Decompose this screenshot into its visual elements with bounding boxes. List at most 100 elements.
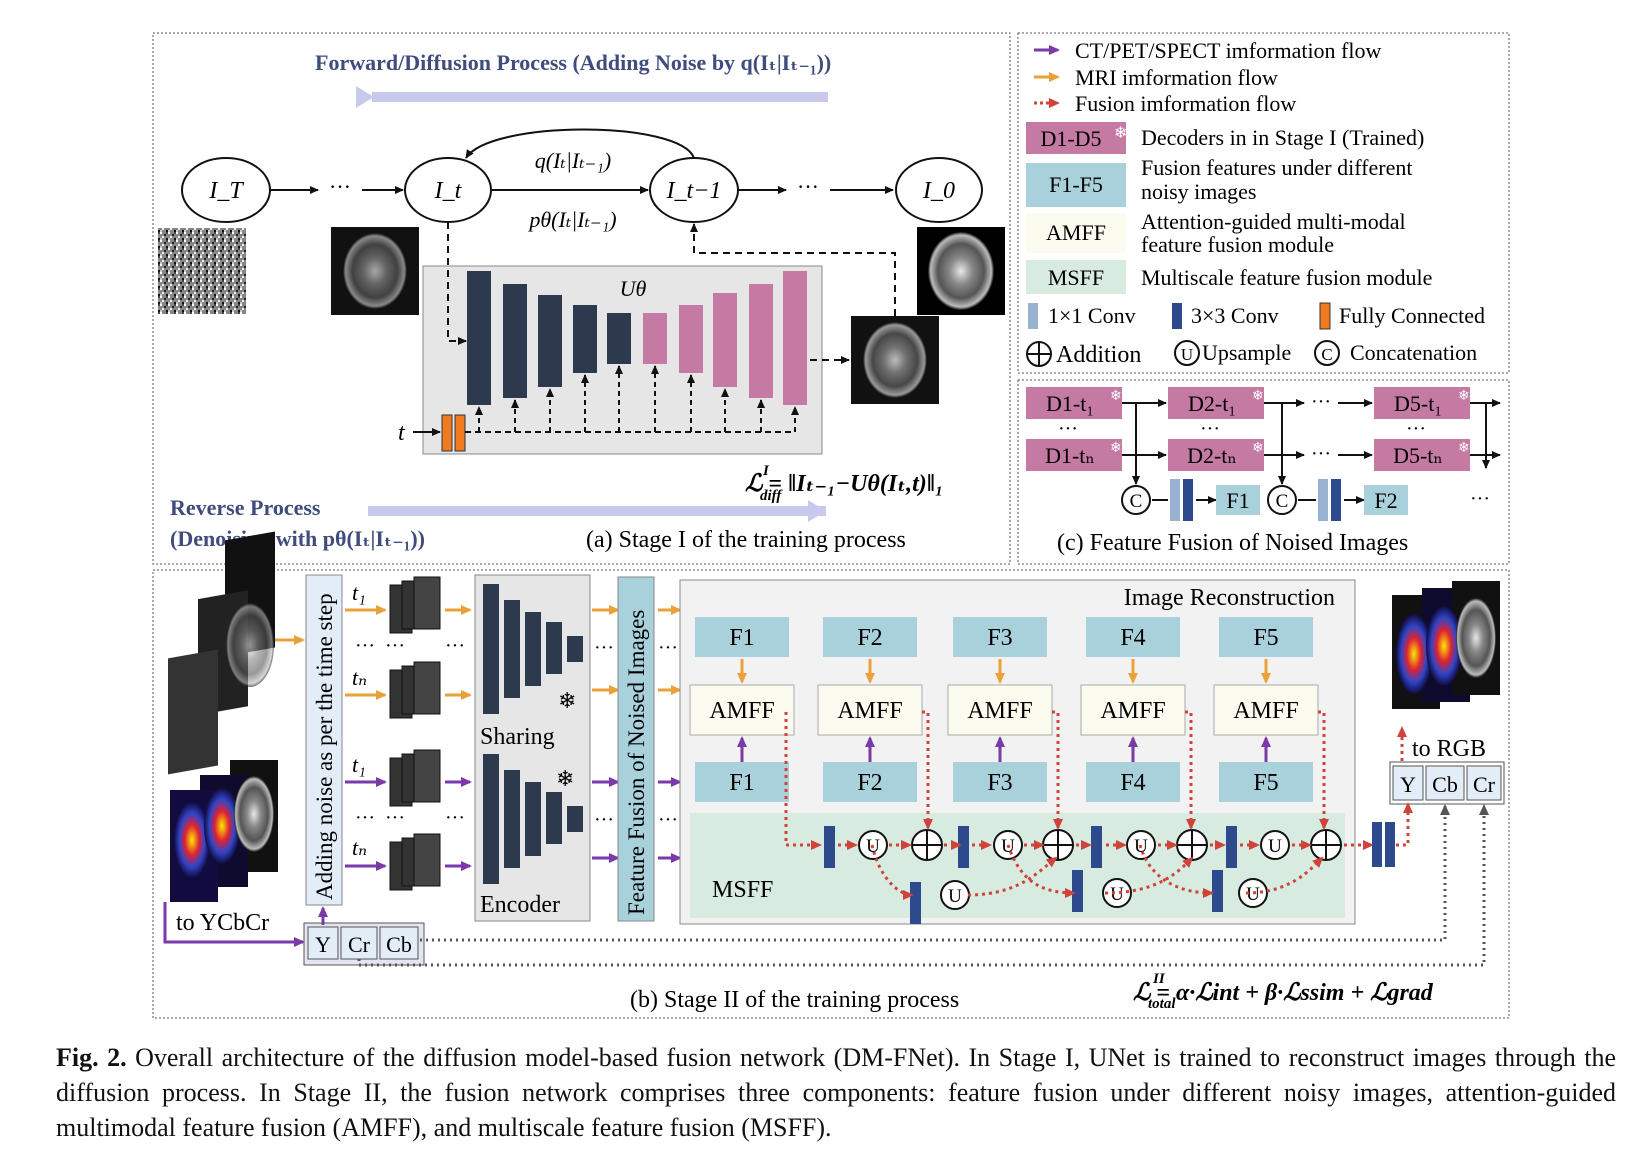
out-cb-label: Cb [1432, 772, 1458, 797]
c-conv3-b [1331, 479, 1341, 521]
encoder-bottom-bars [483, 754, 583, 884]
legend-upsample-icon-letter: U [1181, 345, 1193, 364]
amff-label-4: AMFF [1100, 698, 1165, 724]
legend-fc-icon [1319, 302, 1331, 330]
f-top-label-3: F3 [987, 625, 1012, 651]
c-f2: F2 [1374, 488, 1397, 513]
node-IT-label: I_T [208, 178, 244, 204]
cr-label: Cr [348, 932, 371, 957]
legend-cat: Concatenation [1350, 340, 1477, 365]
f-bottom-box-4 [1086, 762, 1180, 802]
f-top-label-2: F2 [857, 625, 882, 651]
legend-flow2: MRI imformation flow [1075, 65, 1278, 90]
f-bottom-label-2: F2 [857, 770, 882, 796]
msff-conv-6 [1072, 870, 1083, 912]
f-top-box-5 [1219, 617, 1313, 657]
out-cr-box [1466, 765, 1502, 801]
amff-to-add-arrow-2 [1052, 710, 1063, 830]
svg-text:❄: ❄ [1252, 441, 1264, 456]
d2-tn: D2-tₙ [1187, 443, 1237, 468]
f-top-box-4 [1086, 617, 1180, 657]
d1-tn: D1-tₙ [1045, 443, 1095, 468]
msff-chain [784, 712, 1374, 900]
f-top-label-5: F5 [1253, 625, 1278, 651]
unet-encoder-bars [467, 271, 631, 405]
c-dots-mid1: ··· [1311, 391, 1331, 413]
architecture-diagram: Forward/Diffusion Process (Adding Noise … [152, 32, 1510, 1019]
figure-text: Overall architecture of the diffusion mo… [56, 1043, 1616, 1142]
t-label: t [398, 420, 406, 446]
legend-add: Addition [1056, 342, 1141, 368]
t1-top: t₁ [352, 580, 366, 605]
msff-label: MSFF [712, 877, 773, 903]
forward-process-title: Forward/Diffusion Process (Adding Noise … [315, 50, 831, 75]
stage2-panel [152, 569, 1510, 1019]
output-blob-1 [1396, 614, 1432, 694]
amff-to-add-arrow-4 [1318, 710, 1329, 830]
amff-box-1 [689, 684, 795, 736]
amff-to-add-arrow-3 [1185, 710, 1196, 830]
p-label: pθ(Iₜ|Iₜ₋₁) [527, 207, 616, 232]
amff-label-5: AMFF [1233, 698, 1298, 724]
tn-bottom: tₙ [352, 835, 367, 860]
f-top-box-1 [695, 617, 789, 657]
to-ycbcr: to YCbCr [176, 910, 269, 936]
c-arrows [1122, 399, 1501, 504]
figure-caption: Fig. 2. Overall architecture of the diff… [56, 1040, 1616, 1145]
dots-bottom-row: ··· [385, 807, 405, 829]
d5-t1: D5-t₁ [1394, 391, 1442, 416]
f-top-box-2 [823, 617, 917, 657]
legend-up: Upsample [1202, 340, 1291, 365]
legend-f-desc2: noisy images [1141, 179, 1257, 204]
out-y-box [1392, 765, 1424, 801]
output-blob-2 [1426, 606, 1462, 686]
dots-top-row-3: ··· [355, 635, 375, 657]
tn-top: tₙ [352, 665, 367, 690]
decoder-boxes [1026, 387, 1470, 471]
node-I0-label: I_0 [922, 178, 955, 204]
final-conv-1 [1372, 822, 1382, 867]
f-bottom-label-3: F3 [987, 770, 1012, 796]
node-It-label: I_t [434, 178, 463, 204]
legend-snowflake: ❄ [1114, 125, 1127, 142]
f-bottom-label-5: F5 [1253, 770, 1278, 796]
to-ycbcr-arrow [163, 902, 305, 947]
amff-to-add-arrow-1 [922, 710, 933, 830]
clean-brain-shape [928, 232, 994, 310]
fc-block-1 [441, 414, 453, 452]
pet-input-blob-2 [204, 788, 240, 864]
legend-d-label: D1-D5 [1040, 126, 1101, 151]
noisy-brain-shape [343, 233, 407, 309]
output-to-It1-dashed [690, 223, 896, 316]
decoder-snowflakes: ❄❄❄ ❄❄❄ [1110, 389, 1470, 456]
stage1c-panel [1017, 379, 1510, 565]
denoised-brain-shape [863, 322, 927, 398]
loss-total-sub: total [1148, 996, 1176, 1012]
fc-block-2 [454, 414, 466, 452]
f-bottom-box-3 [953, 762, 1047, 802]
loss-total-sup: II [1152, 971, 1166, 987]
dots-1: ··· [329, 174, 351, 199]
dots-2: ··· [797, 174, 819, 199]
legend-d-desc: Decoders in in Stage I (Trained) [1141, 125, 1424, 150]
svg-text:❄: ❄ [1458, 389, 1470, 404]
encoder-label: Encoder [480, 892, 560, 918]
final-conv-2 [1385, 822, 1395, 867]
legend-amff-desc2: feature fusion module [1141, 232, 1334, 257]
c-dots-2: ··· [1200, 418, 1220, 440]
noise-branch-arrows [345, 605, 472, 871]
ffn-column [617, 576, 655, 922]
out-y-label: Y [1400, 772, 1416, 797]
upsample-node-letter-5: U [948, 886, 962, 907]
concat-node-2 [1267, 485, 1297, 515]
svg-text:❄: ❄ [1458, 441, 1470, 456]
dots-bottom-row-2: ··· [445, 807, 465, 829]
noised-thumbnails [389, 576, 441, 891]
stage1-panel [152, 32, 1011, 565]
to-rgb: to RGB [1412, 736, 1486, 762]
figure-label: Fig. 2. [56, 1043, 127, 1072]
c-dots-1: ··· [1058, 418, 1078, 440]
y-label: Y [315, 932, 331, 957]
msff-conv-2 [958, 826, 969, 868]
concat-node-1 [1121, 485, 1151, 515]
